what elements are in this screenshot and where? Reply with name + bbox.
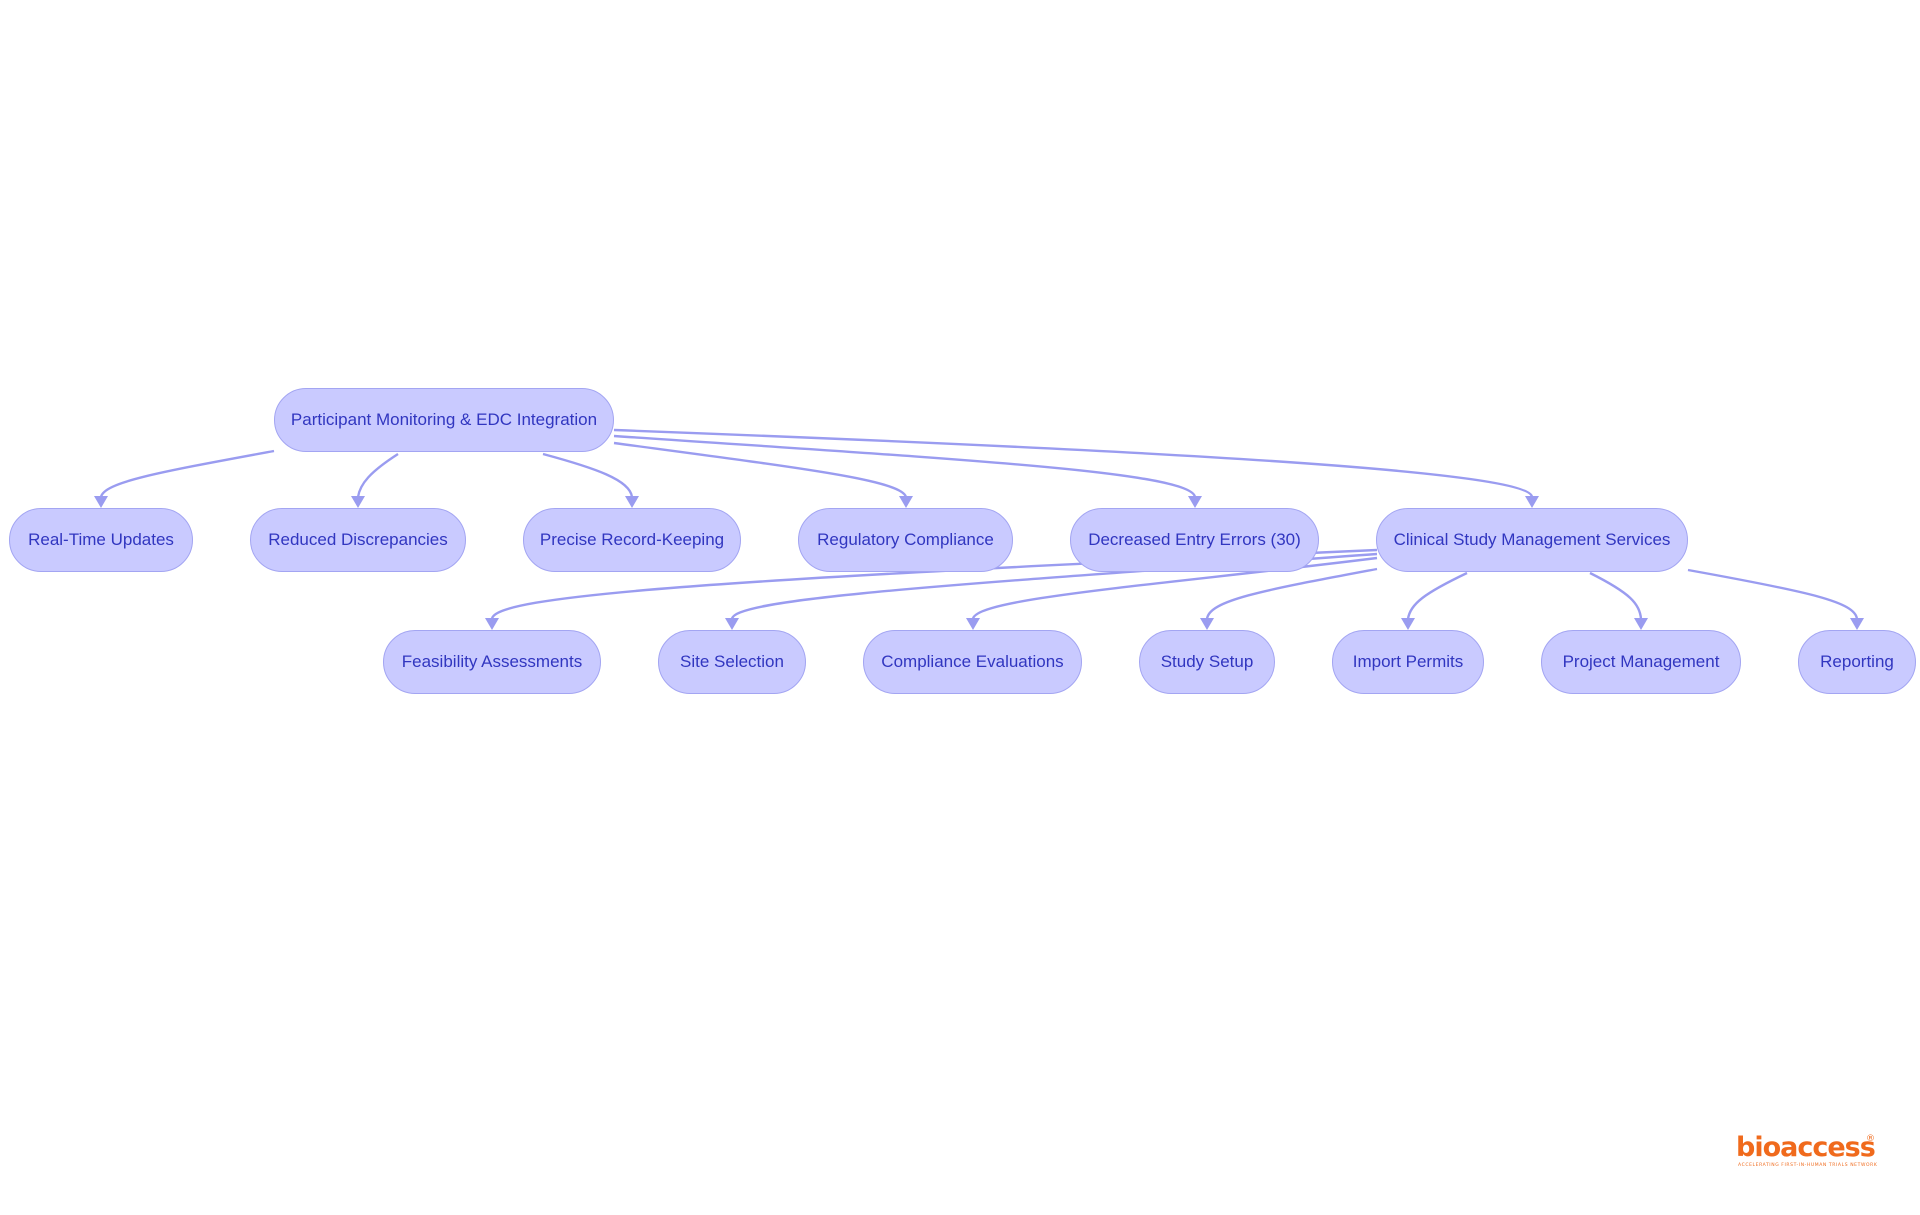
arrowhead — [485, 618, 499, 630]
edge-csms-import-permits — [1406, 571, 1468, 620]
arrowhead — [1401, 618, 1415, 630]
edge-root-decreased-entry-errors — [613, 434, 1197, 498]
logo-wordmark: bioaccess — [1736, 1132, 1876, 1163]
arrowhead — [1525, 496, 1539, 508]
edge-root-precise-record-keeping — [542, 452, 634, 498]
node-regulatory-compliance: Regulatory Compliance — [798, 508, 1013, 572]
arrowhead — [94, 496, 108, 508]
arrowhead — [1200, 618, 1214, 630]
arrowhead — [1188, 496, 1202, 508]
edge-csms-reporting — [1687, 568, 1859, 620]
edge-root-regulatory-compliance — [613, 441, 908, 498]
edge-root-real-time-updates — [99, 449, 275, 498]
node-reduced-discrepancies: Reduced Discrepancies — [250, 508, 466, 572]
arrowhead — [899, 496, 913, 508]
edge-csms-study-setup — [1205, 567, 1378, 620]
arrowhead — [1634, 618, 1648, 630]
registered-mark-icon: ® — [1866, 1134, 1875, 1144]
node-decreased-entry-errors: Decreased Entry Errors (30) — [1070, 508, 1319, 572]
node-participant-monitoring-edc-integration: Participant Monitoring & EDC Integration — [274, 388, 614, 452]
node-feasibility-assessments: Feasibility Assessments — [383, 630, 601, 694]
node-reporting: Reporting — [1798, 630, 1916, 694]
arrowhead — [351, 496, 365, 508]
arrowhead — [725, 618, 739, 630]
arrowhead — [966, 618, 980, 630]
node-real-time-updates: Real-Time Updates — [9, 508, 193, 572]
arrowhead — [1850, 618, 1864, 630]
edge-csms-project-management — [1589, 571, 1643, 620]
bioaccess-logo: bioaccess ® ACCELERATING FIRST-IN-HUMAN … — [1736, 1132, 1878, 1171]
node-site-selection: Site Selection — [658, 630, 806, 694]
logo-tagline: ACCELERATING FIRST-IN-HUMAN TRIALS NETWO… — [1738, 1163, 1878, 1168]
node-compliance-evaluations: Compliance Evaluations — [863, 630, 1082, 694]
edge-root-clinical-study-management — [613, 428, 1534, 498]
node-clinical-study-management-services: Clinical Study Management Services — [1376, 508, 1688, 572]
arrowhead — [625, 496, 639, 508]
node-project-management: Project Management — [1541, 630, 1741, 694]
node-study-setup: Study Setup — [1139, 630, 1275, 694]
edge-root-reduced-discrepancies — [356, 452, 399, 498]
node-precise-record-keeping: Precise Record-Keeping — [523, 508, 741, 572]
node-import-permits: Import Permits — [1332, 630, 1484, 694]
